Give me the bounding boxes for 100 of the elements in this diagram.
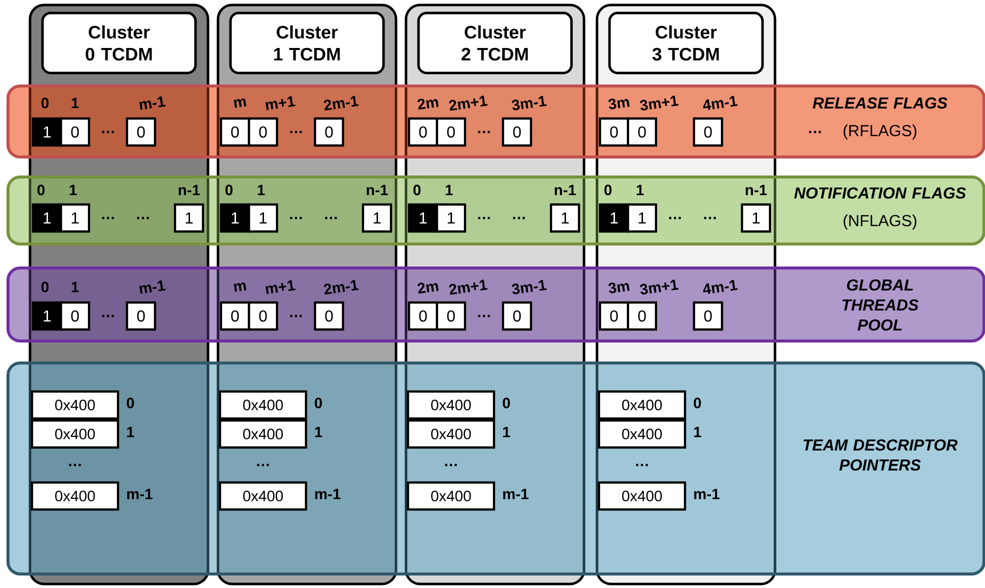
index-label: 1 bbox=[694, 426, 702, 438]
ellipsis: … bbox=[102, 314, 114, 318]
index-label: 1 bbox=[503, 426, 510, 438]
index-label: m-1 bbox=[694, 488, 720, 500]
index-label: n-1 bbox=[554, 184, 576, 196]
index-label: n-1 bbox=[366, 184, 388, 196]
flag-cell: 0 bbox=[314, 117, 344, 147]
ellipsis: … bbox=[290, 130, 302, 134]
ellipsis: … bbox=[257, 464, 269, 466]
cluster-header-box: Cluster 0 TCDM bbox=[41, 12, 197, 74]
flag-cell: 0 bbox=[408, 301, 438, 331]
flag-cell: 0 bbox=[248, 301, 278, 331]
flag-cell: 0 bbox=[248, 117, 278, 147]
pointer-cell: 0x400 bbox=[218, 481, 308, 511]
index-label: 1 bbox=[70, 184, 77, 196]
cluster-header-box: Cluster 3 TCDM bbox=[608, 12, 764, 74]
pointer-cell: 0x400 bbox=[30, 419, 120, 449]
flag-cell: 0 bbox=[502, 301, 532, 331]
index-label: 4m-1 bbox=[703, 96, 738, 110]
pointer-cell: 0x400 bbox=[218, 390, 308, 420]
flag-cell: 0 bbox=[598, 117, 630, 147]
flag-cell: 1 bbox=[740, 203, 772, 233]
ellipsis: … bbox=[669, 216, 681, 220]
pointer-cell: 0x400 bbox=[30, 481, 120, 511]
flag-cell: 1 bbox=[60, 203, 90, 233]
index-label: m bbox=[234, 282, 246, 292]
index-label: 2m bbox=[418, 282, 439, 294]
index-label: m-1 bbox=[503, 488, 528, 500]
pointer-cell: 0x400 bbox=[30, 390, 120, 420]
flag-cell: 1 bbox=[248, 203, 278, 233]
index-label: m+1 bbox=[266, 96, 296, 110]
index-label: 3m bbox=[608, 98, 630, 110]
ellipsis: … bbox=[445, 464, 457, 466]
ellipsis: … bbox=[69, 464, 81, 466]
pointer-cell: 0x400 bbox=[406, 390, 496, 420]
flag-cell: 0 bbox=[220, 301, 250, 331]
flag-cell: 0 bbox=[60, 117, 90, 147]
flag-cell: 0 bbox=[220, 117, 250, 147]
index-label: 0 bbox=[413, 184, 421, 196]
index-label: 0 bbox=[604, 184, 612, 196]
ellipsis: … bbox=[325, 216, 337, 220]
ellipsis: … bbox=[636, 464, 648, 466]
index-label: 0 bbox=[41, 98, 49, 108]
flag-cell: 0 bbox=[314, 301, 344, 331]
index-label: 1 bbox=[127, 426, 134, 438]
ellipsis: … bbox=[478, 130, 490, 134]
flag-cell: 0 bbox=[692, 117, 724, 147]
flag-cell: 1 bbox=[32, 203, 62, 233]
flag-cell: 1 bbox=[436, 203, 466, 233]
pointer-cell: 0x400 bbox=[598, 419, 686, 449]
ellipsis: … bbox=[102, 130, 114, 134]
pointer-cell: 0x400 bbox=[218, 419, 308, 449]
pointer-cell: 0x400 bbox=[598, 481, 686, 511]
flag-cell: 0 bbox=[502, 117, 532, 147]
index-label: m-1 bbox=[139, 96, 166, 110]
index-label: m-1 bbox=[315, 488, 340, 500]
index-label: 0 bbox=[37, 184, 45, 196]
index-label: 2m+1 bbox=[449, 96, 488, 111]
flag-cell: 0 bbox=[436, 301, 466, 331]
flag-cell: 1 bbox=[626, 203, 658, 233]
flag-cell: 1 bbox=[220, 203, 250, 233]
ellipsis: … bbox=[478, 314, 490, 318]
flag-cell: 1 bbox=[550, 203, 580, 233]
index-label: 2m-1 bbox=[324, 96, 359, 111]
index-label: 1 bbox=[636, 184, 644, 196]
flag-cell: 0 bbox=[626, 301, 658, 331]
index-label: m-1 bbox=[127, 488, 152, 500]
flag-cell: 0 bbox=[408, 117, 438, 147]
index-label: 3m-1 bbox=[512, 280, 547, 294]
ellipsis: … bbox=[704, 216, 716, 220]
flag-cell: 0 bbox=[626, 117, 658, 147]
pointer-cell: 0x400 bbox=[406, 481, 496, 511]
index-label: 3m bbox=[608, 282, 630, 294]
index-label: 1 bbox=[258, 184, 265, 196]
index-label: 1 bbox=[72, 282, 79, 292]
ellipsis: … bbox=[137, 216, 149, 220]
index-label: 1 bbox=[315, 426, 322, 438]
index-label: m-1 bbox=[139, 280, 166, 294]
pointer-cell: 0x400 bbox=[598, 390, 686, 420]
ellipsis: … bbox=[290, 216, 302, 220]
ellipsis: … bbox=[513, 216, 525, 220]
flag-cell: 1 bbox=[598, 203, 630, 233]
index-label: 0 bbox=[225, 184, 233, 196]
cluster-header-box: Cluster 2 TCDM bbox=[417, 12, 573, 74]
flag-cell: 1 bbox=[32, 117, 62, 147]
index-label: 3m+1 bbox=[640, 280, 678, 294]
flag-cell: 1 bbox=[32, 301, 62, 331]
index-label: m+1 bbox=[266, 280, 296, 294]
flag-cell: 0 bbox=[126, 117, 156, 147]
index-label: 2m+1 bbox=[449, 280, 488, 295]
index-label: 0 bbox=[314, 398, 322, 408]
index-label: 4m-1 bbox=[703, 280, 738, 294]
index-label: n-1 bbox=[746, 184, 767, 196]
index-label: 0 bbox=[694, 398, 701, 408]
ellipsis: … bbox=[290, 314, 302, 318]
cluster-header-box: Cluster 1 TCDM bbox=[229, 12, 385, 74]
index-label: 2m bbox=[418, 98, 439, 110]
index-label: 2m-1 bbox=[324, 280, 359, 295]
ellipsis: … bbox=[478, 216, 490, 220]
index-label: 3m+1 bbox=[640, 96, 678, 110]
